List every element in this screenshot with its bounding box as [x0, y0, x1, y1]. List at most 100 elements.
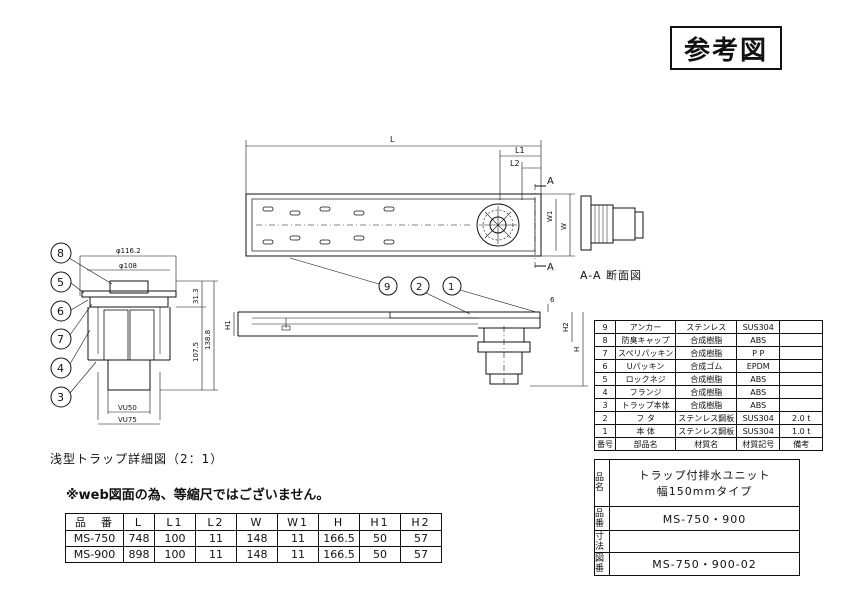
- part-name: フランジ: [614, 385, 677, 399]
- title-block-number-row: 品番 MS-750・900: [595, 507, 799, 531]
- parts-table-header-row: 番号 部品名 材質名 材質記号 備考: [594, 437, 824, 451]
- balloon-4: 4: [57, 362, 64, 375]
- balloon-6: 6: [57, 305, 64, 318]
- table-row: 1 本 体 ステンレス鋼板 SUS304 1.0 t: [594, 424, 824, 438]
- title-block-dim-row: 寸法: [595, 531, 799, 553]
- spec-header-cell: L: [123, 513, 155, 531]
- table-row: 5 ロックネジ 合成樹脂 ABS: [594, 372, 824, 386]
- dim-6-label: 6: [550, 296, 555, 304]
- part-no: 7: [594, 346, 616, 360]
- part-header-cell: 備考: [779, 437, 824, 451]
- part-remark: [779, 359, 824, 373]
- part-name: ロックネジ: [614, 372, 677, 386]
- part-name: 本 体: [614, 424, 677, 438]
- spec-header-cell: H2: [400, 513, 442, 531]
- part-code: EPDM: [736, 359, 781, 373]
- trap-detail-caption: 浅型トラップ詳細図（2：1）: [50, 452, 224, 466]
- part-remark: 1.0 t: [779, 424, 824, 438]
- section-a-a: [580, 195, 644, 251]
- part-name: 防臭キャップ: [614, 333, 677, 347]
- spec-header-cell: W1: [277, 513, 319, 531]
- spec-cell: MS-900: [65, 546, 124, 563]
- dim-H1-label: H1: [224, 320, 232, 330]
- part-no: 3: [594, 398, 616, 412]
- part-material: ステンレス鋼板: [675, 411, 738, 425]
- part-remark: [779, 320, 824, 334]
- spec-cell: 11: [195, 546, 237, 563]
- balloon-5: 5: [57, 276, 64, 289]
- spec-cell: 100: [154, 530, 196, 547]
- table-row: 8 防臭キャップ 合成樹脂 ABS: [594, 333, 824, 347]
- dim-L-label: L: [390, 135, 395, 144]
- spec-cell: 148: [236, 530, 278, 547]
- table-row: 4 フランジ 合成樹脂 ABS: [594, 385, 824, 399]
- spec-header-cell: W: [236, 513, 278, 531]
- part-code: ABS: [736, 372, 781, 386]
- part-material: 合成樹脂: [675, 398, 738, 412]
- part-material: 合成樹脂: [675, 346, 738, 360]
- part-name: フ タ: [614, 411, 677, 425]
- title-block-name-row: 品名 トラップ付排水ユニット 幅150mmタイプ: [595, 460, 799, 507]
- part-header-cell: 材質記号: [736, 437, 781, 451]
- spec-cell: 57: [400, 546, 442, 563]
- section-marker-top: A: [547, 176, 554, 187]
- dim-W-label: W: [560, 223, 568, 230]
- part-no: 1: [594, 424, 616, 438]
- title-block-name-value: トラップ付排水ユニット 幅150mmタイプ: [610, 460, 799, 506]
- dim-L1-label: L1: [515, 146, 525, 155]
- spec-cell: MS-750: [65, 530, 124, 547]
- product-name-line1: トラップ付排水ユニット: [638, 469, 771, 482]
- table-row: 3 トラップ本体 合成樹脂 ABS: [594, 398, 824, 412]
- callout-balloons: 9 2 1: [289, 257, 537, 315]
- dim-W1-label: W1: [546, 211, 554, 222]
- spec-header-cell: L1: [154, 513, 196, 531]
- part-header-cell: 部品名: [614, 437, 677, 451]
- part-no: 5: [594, 372, 616, 386]
- part-code: SUS304: [736, 424, 781, 438]
- spec-header-cell: H: [318, 513, 360, 531]
- spec-cell: 100: [154, 546, 196, 563]
- table-row: 9 アンカー ステンレス SUS304: [594, 320, 824, 334]
- part-header-cell: 番号: [594, 437, 616, 451]
- part-material: ステンレス: [675, 320, 738, 334]
- part-name: Uパッキン: [614, 359, 677, 373]
- part-name: スペリパッキン: [614, 346, 677, 360]
- part-no: 6: [594, 359, 616, 373]
- spec-header-cell: 品 番: [65, 513, 124, 531]
- balloon-2: 2: [416, 282, 422, 293]
- part-no: 9: [594, 320, 616, 334]
- title-block-dim-key: 寸法: [595, 531, 610, 552]
- product-name-line2: 幅150mmタイプ: [656, 485, 753, 498]
- table-row: 2 フ タ ステンレス鋼板 SUS304 2.0 t: [594, 411, 824, 425]
- drawing-number: MS-750・900-02: [652, 558, 757, 571]
- title-block: 品名 トラップ付排水ユニット 幅150mmタイプ 品番 MS-750・900 寸…: [594, 459, 800, 576]
- reference-drawing-badge: 参考図: [670, 26, 782, 70]
- title-block-number-key: 品番: [595, 507, 610, 530]
- spec-table-header-row: 品 番 L L1 L2 W W1 H H1 H2: [65, 513, 442, 531]
- spec-cell: 166.5: [318, 546, 360, 563]
- part-remark: [779, 333, 824, 347]
- product-number: MS-750・900: [662, 512, 747, 526]
- balloon-7: 7: [57, 333, 64, 346]
- title-block-drawing-key: 図番: [595, 553, 610, 575]
- spec-cell: 11: [277, 546, 319, 563]
- spec-cell: 50: [359, 546, 401, 563]
- spec-cell: 11: [277, 530, 319, 547]
- section-view-label: A-A 断面図: [580, 269, 643, 282]
- part-code: SUS304: [736, 411, 781, 425]
- part-no: 8: [594, 333, 616, 347]
- table-row: 7 スペリパッキン 合成樹脂 P P: [594, 346, 824, 360]
- spec-cell: 898: [123, 546, 155, 563]
- dim-31-label: 31.3: [192, 288, 200, 304]
- trap-detail: φ116.2 φ108 VU50 VU75 31.3 107.5 138: [50, 242, 218, 425]
- part-remark: [779, 398, 824, 412]
- dim-H2-label: H2: [562, 322, 570, 332]
- table-row: 6 Uパッキン 合成ゴム EPDM: [594, 359, 824, 373]
- side-view: H1 H2 H 6: [224, 296, 588, 387]
- spec-cell: 166.5: [318, 530, 360, 547]
- part-code: ABS: [736, 398, 781, 412]
- dim-116-label: φ116.2: [116, 247, 141, 255]
- part-header-cell: 材質名: [675, 437, 738, 451]
- part-name: トラップ本体: [614, 398, 677, 412]
